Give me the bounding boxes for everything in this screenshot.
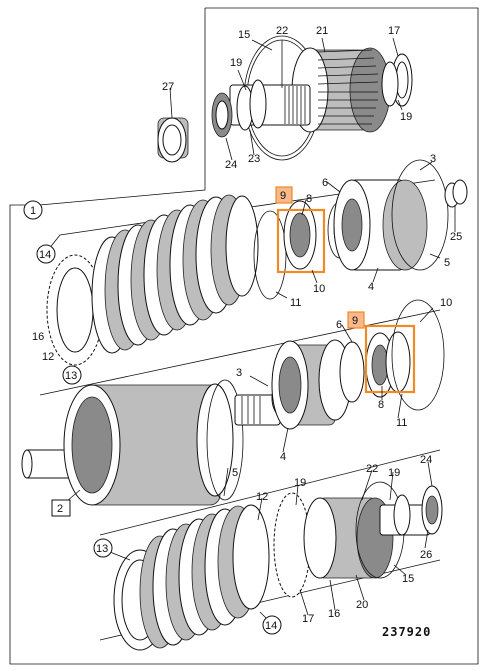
drawing-reference-number: 237920: [382, 625, 431, 639]
callout-3-upper: 3: [430, 153, 436, 165]
seal-rings-27: [157, 117, 189, 163]
callout-23: 23: [248, 153, 260, 165]
main-shaft-assembly: [21, 339, 352, 506]
callout-19-lower: 19: [294, 477, 306, 489]
callout-11-lower: 11: [396, 417, 407, 429]
callout-19-top-right: 19: [400, 111, 412, 123]
highlight-item-9-upper: 9: [275, 186, 326, 274]
callout-21: 21: [316, 25, 328, 37]
callout-19-lower-right: 19: [388, 467, 400, 479]
callout-8-lower: 8: [378, 399, 384, 411]
callout-9-upper: 9: [280, 190, 286, 202]
bottom-gear-assembly: [303, 481, 443, 579]
callout-15-top: 15: [238, 29, 250, 41]
callout-5-upper: 5: [444, 257, 450, 269]
callout-5-lower: 5: [232, 467, 238, 479]
callout-14-lower: 14: [265, 620, 277, 632]
callout-8-upper: 8: [306, 193, 312, 205]
callout-6-upper: 6: [322, 177, 328, 189]
clutch-pack-upper: [46, 194, 287, 366]
callout-25: 25: [450, 231, 462, 243]
callout-15-lower: 15: [402, 573, 414, 585]
callout-10-lower: 10: [440, 297, 452, 309]
piston-drum-upper: [283, 159, 468, 271]
callout-17-lower: 17: [302, 613, 314, 625]
callout-24-lower: 24: [420, 454, 432, 466]
callout-2: 2: [57, 503, 63, 515]
callout-16-upper: 16: [32, 331, 44, 343]
callout-24-top: 24: [225, 159, 237, 171]
callout-12-upper: 12: [42, 351, 54, 363]
callout-13-lower: 13: [96, 543, 108, 555]
callout-9-lower: 9: [352, 315, 358, 327]
callout-labels: 15 22 21 17 19 19 27 24 23 3 6 8 25 5 4 …: [32, 25, 462, 625]
top-gear-assembly: [211, 35, 413, 161]
callout-19-top-left: 19: [230, 57, 242, 69]
callout-22-lower: 22: [366, 463, 378, 475]
callout-1: 1: [30, 205, 36, 217]
piston-rings-lower: [339, 299, 445, 411]
highlight-item-9-lower: 9: [347, 311, 416, 394]
callout-6-lower: 6: [336, 319, 342, 331]
callout-17-top: 17: [388, 25, 400, 37]
callout-12-lower: 12: [256, 491, 268, 503]
callout-11-upper: 11: [290, 297, 301, 309]
callout-13-upper: 13: [65, 370, 77, 382]
callout-4-lower: 4: [280, 451, 286, 463]
callout-26: 26: [420, 549, 432, 561]
clutch-pack-lower: [113, 492, 311, 651]
callout-3-lower: 3: [236, 367, 242, 379]
callout-27: 27: [162, 81, 174, 93]
leader-lines: [29, 37, 456, 621]
callout-22-top: 22: [276, 25, 288, 37]
clutch-discs-upper: [91, 194, 259, 354]
callout-4-upper: 4: [368, 281, 374, 293]
callout-16-lower: 16: [328, 608, 340, 620]
callout-20: 20: [356, 599, 368, 611]
callout-14-upper: 14: [39, 249, 51, 261]
callout-10-upper: 10: [313, 283, 325, 295]
boxed-callouts: 1 14 13 2 13 14: [23, 200, 282, 635]
